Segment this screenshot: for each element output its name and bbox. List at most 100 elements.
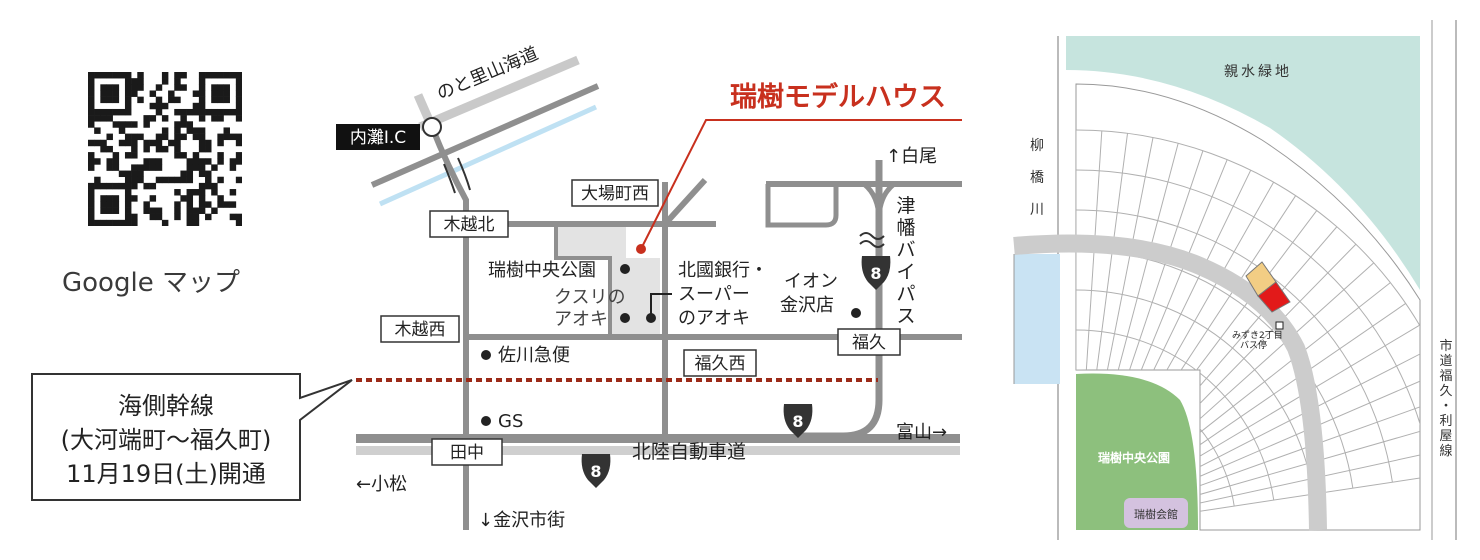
qr-module <box>205 145 212 153</box>
ic-label-box <box>336 124 420 150</box>
qr-module <box>137 84 144 91</box>
qr-module <box>88 84 95 91</box>
qr-module <box>211 207 218 214</box>
bus-stop-1: みずき2丁目 <box>1232 330 1283 341</box>
qr-module <box>106 84 113 91</box>
qr-module <box>124 121 132 128</box>
qr-module <box>198 145 206 153</box>
qr-module <box>106 164 113 171</box>
qr-module <box>94 176 101 184</box>
qr-module <box>88 139 95 147</box>
qr-module <box>235 90 242 97</box>
qr-module <box>198 127 206 134</box>
qr-module <box>174 207 181 214</box>
qr-module <box>131 121 138 128</box>
kigoshi-nishi-box <box>380 315 460 343</box>
qr-module <box>174 145 181 153</box>
qr-module <box>124 78 132 85</box>
qr-module <box>88 115 95 122</box>
qr-module <box>205 170 212 178</box>
qr-module <box>131 170 138 178</box>
qr-module <box>124 139 132 147</box>
place-sagawa-dot <box>481 350 491 360</box>
lot-grid <box>1076 129 1420 513</box>
qr-module <box>174 127 181 134</box>
qr-module <box>124 133 132 141</box>
qr-module <box>192 152 200 159</box>
qr-module <box>124 219 132 226</box>
qr-module <box>211 72 218 79</box>
qr-module <box>100 219 107 226</box>
qr-module <box>168 96 175 104</box>
qr-module <box>168 176 175 184</box>
qr-module <box>217 96 224 104</box>
hokuriku-expressway-light <box>356 446 960 455</box>
qr-module <box>137 78 144 85</box>
qr-module <box>180 72 187 79</box>
lot-divider <box>1191 419 1420 498</box>
qr-module <box>198 139 206 147</box>
qr-module <box>137 176 144 184</box>
qr-module <box>161 102 169 110</box>
qr-module <box>131 164 138 171</box>
qr-module <box>192 213 200 221</box>
qr-module <box>235 108 242 116</box>
dir-shiroo: ↑白尾 <box>886 146 937 167</box>
qr-module <box>174 189 181 196</box>
qr-module <box>112 90 120 97</box>
qr-module <box>100 84 107 91</box>
qr-module <box>229 108 237 116</box>
qr-module <box>149 207 157 214</box>
qr-module <box>118 139 126 147</box>
qr-module <box>186 201 194 208</box>
qr-module <box>223 201 230 208</box>
qr-module <box>106 72 113 79</box>
qr-module <box>88 219 95 226</box>
qr-module <box>235 96 242 104</box>
callout-line1: 海側幹線 <box>118 392 214 420</box>
river-label-char: 川 <box>1030 202 1044 218</box>
qr-module <box>100 207 107 214</box>
qr-module <box>149 195 157 202</box>
lot-divider <box>1106 143 1179 415</box>
qr-module <box>217 176 224 184</box>
qr-module <box>161 72 169 79</box>
qr-module <box>131 78 138 85</box>
qr-module <box>198 72 206 79</box>
shinsui-area <box>1066 36 1420 290</box>
qr-module <box>180 176 187 184</box>
qr-module <box>229 213 237 221</box>
road-west-branch <box>554 226 612 336</box>
hokuriku-expressway <box>356 434 960 443</box>
fuku-nishi-box <box>683 349 757 377</box>
qr-module <box>106 145 113 153</box>
qr-module <box>205 201 212 208</box>
lot-divider <box>1169 282 1391 457</box>
place-bank-3: のアオキ <box>678 308 750 329</box>
bypass-label-char: ス <box>896 305 915 327</box>
lot-divider <box>1090 133 1129 412</box>
qr-module <box>174 139 181 147</box>
river-label-char: 橋 <box>1030 170 1044 186</box>
qr-module <box>186 121 194 128</box>
qr-module <box>198 158 206 165</box>
qr-module <box>155 102 163 110</box>
qr-module <box>198 115 206 122</box>
route8-shield-expressway: 8 <box>581 454 611 488</box>
qr-module <box>211 115 218 122</box>
qr-module <box>131 176 138 184</box>
qr-module <box>198 170 206 178</box>
bypass-wave <box>859 232 885 248</box>
qr-module <box>88 201 95 208</box>
qr-module <box>229 201 237 208</box>
qr-module <box>118 182 126 190</box>
qr-module <box>223 127 230 134</box>
qr-module <box>88 96 95 104</box>
bypass-label-char: イ <box>896 261 915 283</box>
qr-module <box>137 164 144 171</box>
qr-module <box>211 90 218 97</box>
qr-module <box>124 84 132 91</box>
qr-module <box>112 207 120 214</box>
qr-module <box>174 201 181 208</box>
qr-module <box>229 189 237 196</box>
